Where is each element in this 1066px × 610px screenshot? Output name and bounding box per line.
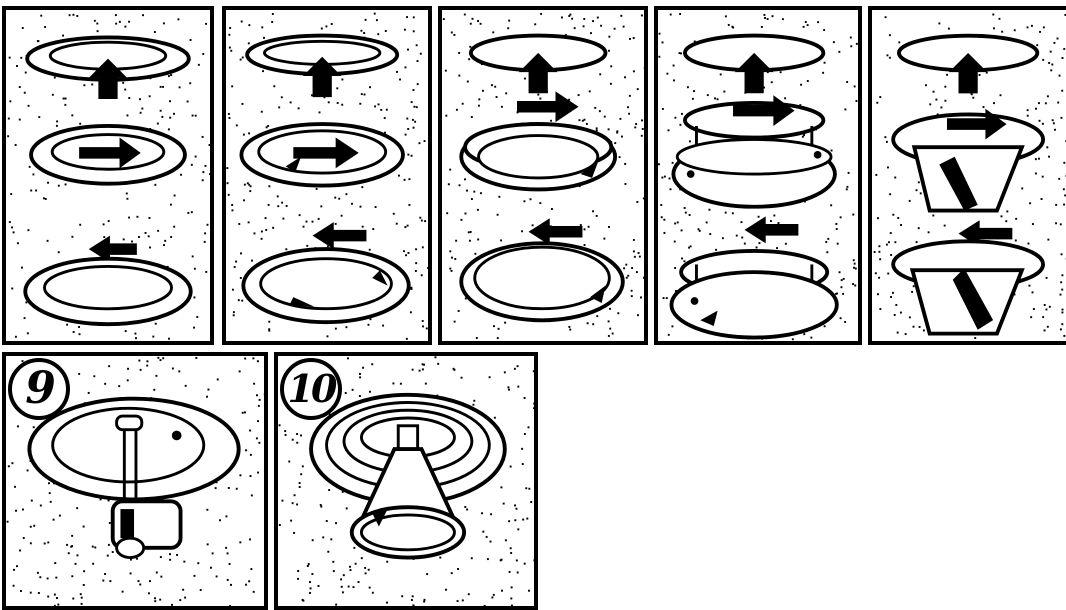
- pinned-trim-removal-icon: [658, 10, 858, 341]
- panel-step-5: [438, 6, 648, 345]
- panel-step-9: 9: [2, 352, 268, 610]
- dome-lens-trim-removal-icon: [442, 10, 644, 341]
- panel-step-3: [2, 6, 214, 345]
- baffle-trim-removal-icon: [872, 10, 1066, 341]
- recessed-light-trim-removal-icon: [6, 10, 210, 341]
- arrow-left-icon: [529, 218, 583, 245]
- panel-step-4: [222, 6, 432, 345]
- panel-step-7: [868, 6, 1066, 345]
- step-number-badge: 10: [280, 358, 342, 420]
- step-number-badge: 9: [8, 358, 70, 420]
- panel-step-6: [654, 6, 862, 345]
- arrow-left-icon: [313, 222, 367, 249]
- arrow-right-icon: [517, 91, 579, 122]
- panel-step-10: 10: [274, 352, 538, 610]
- lens-trim-removal-icon: [226, 10, 428, 341]
